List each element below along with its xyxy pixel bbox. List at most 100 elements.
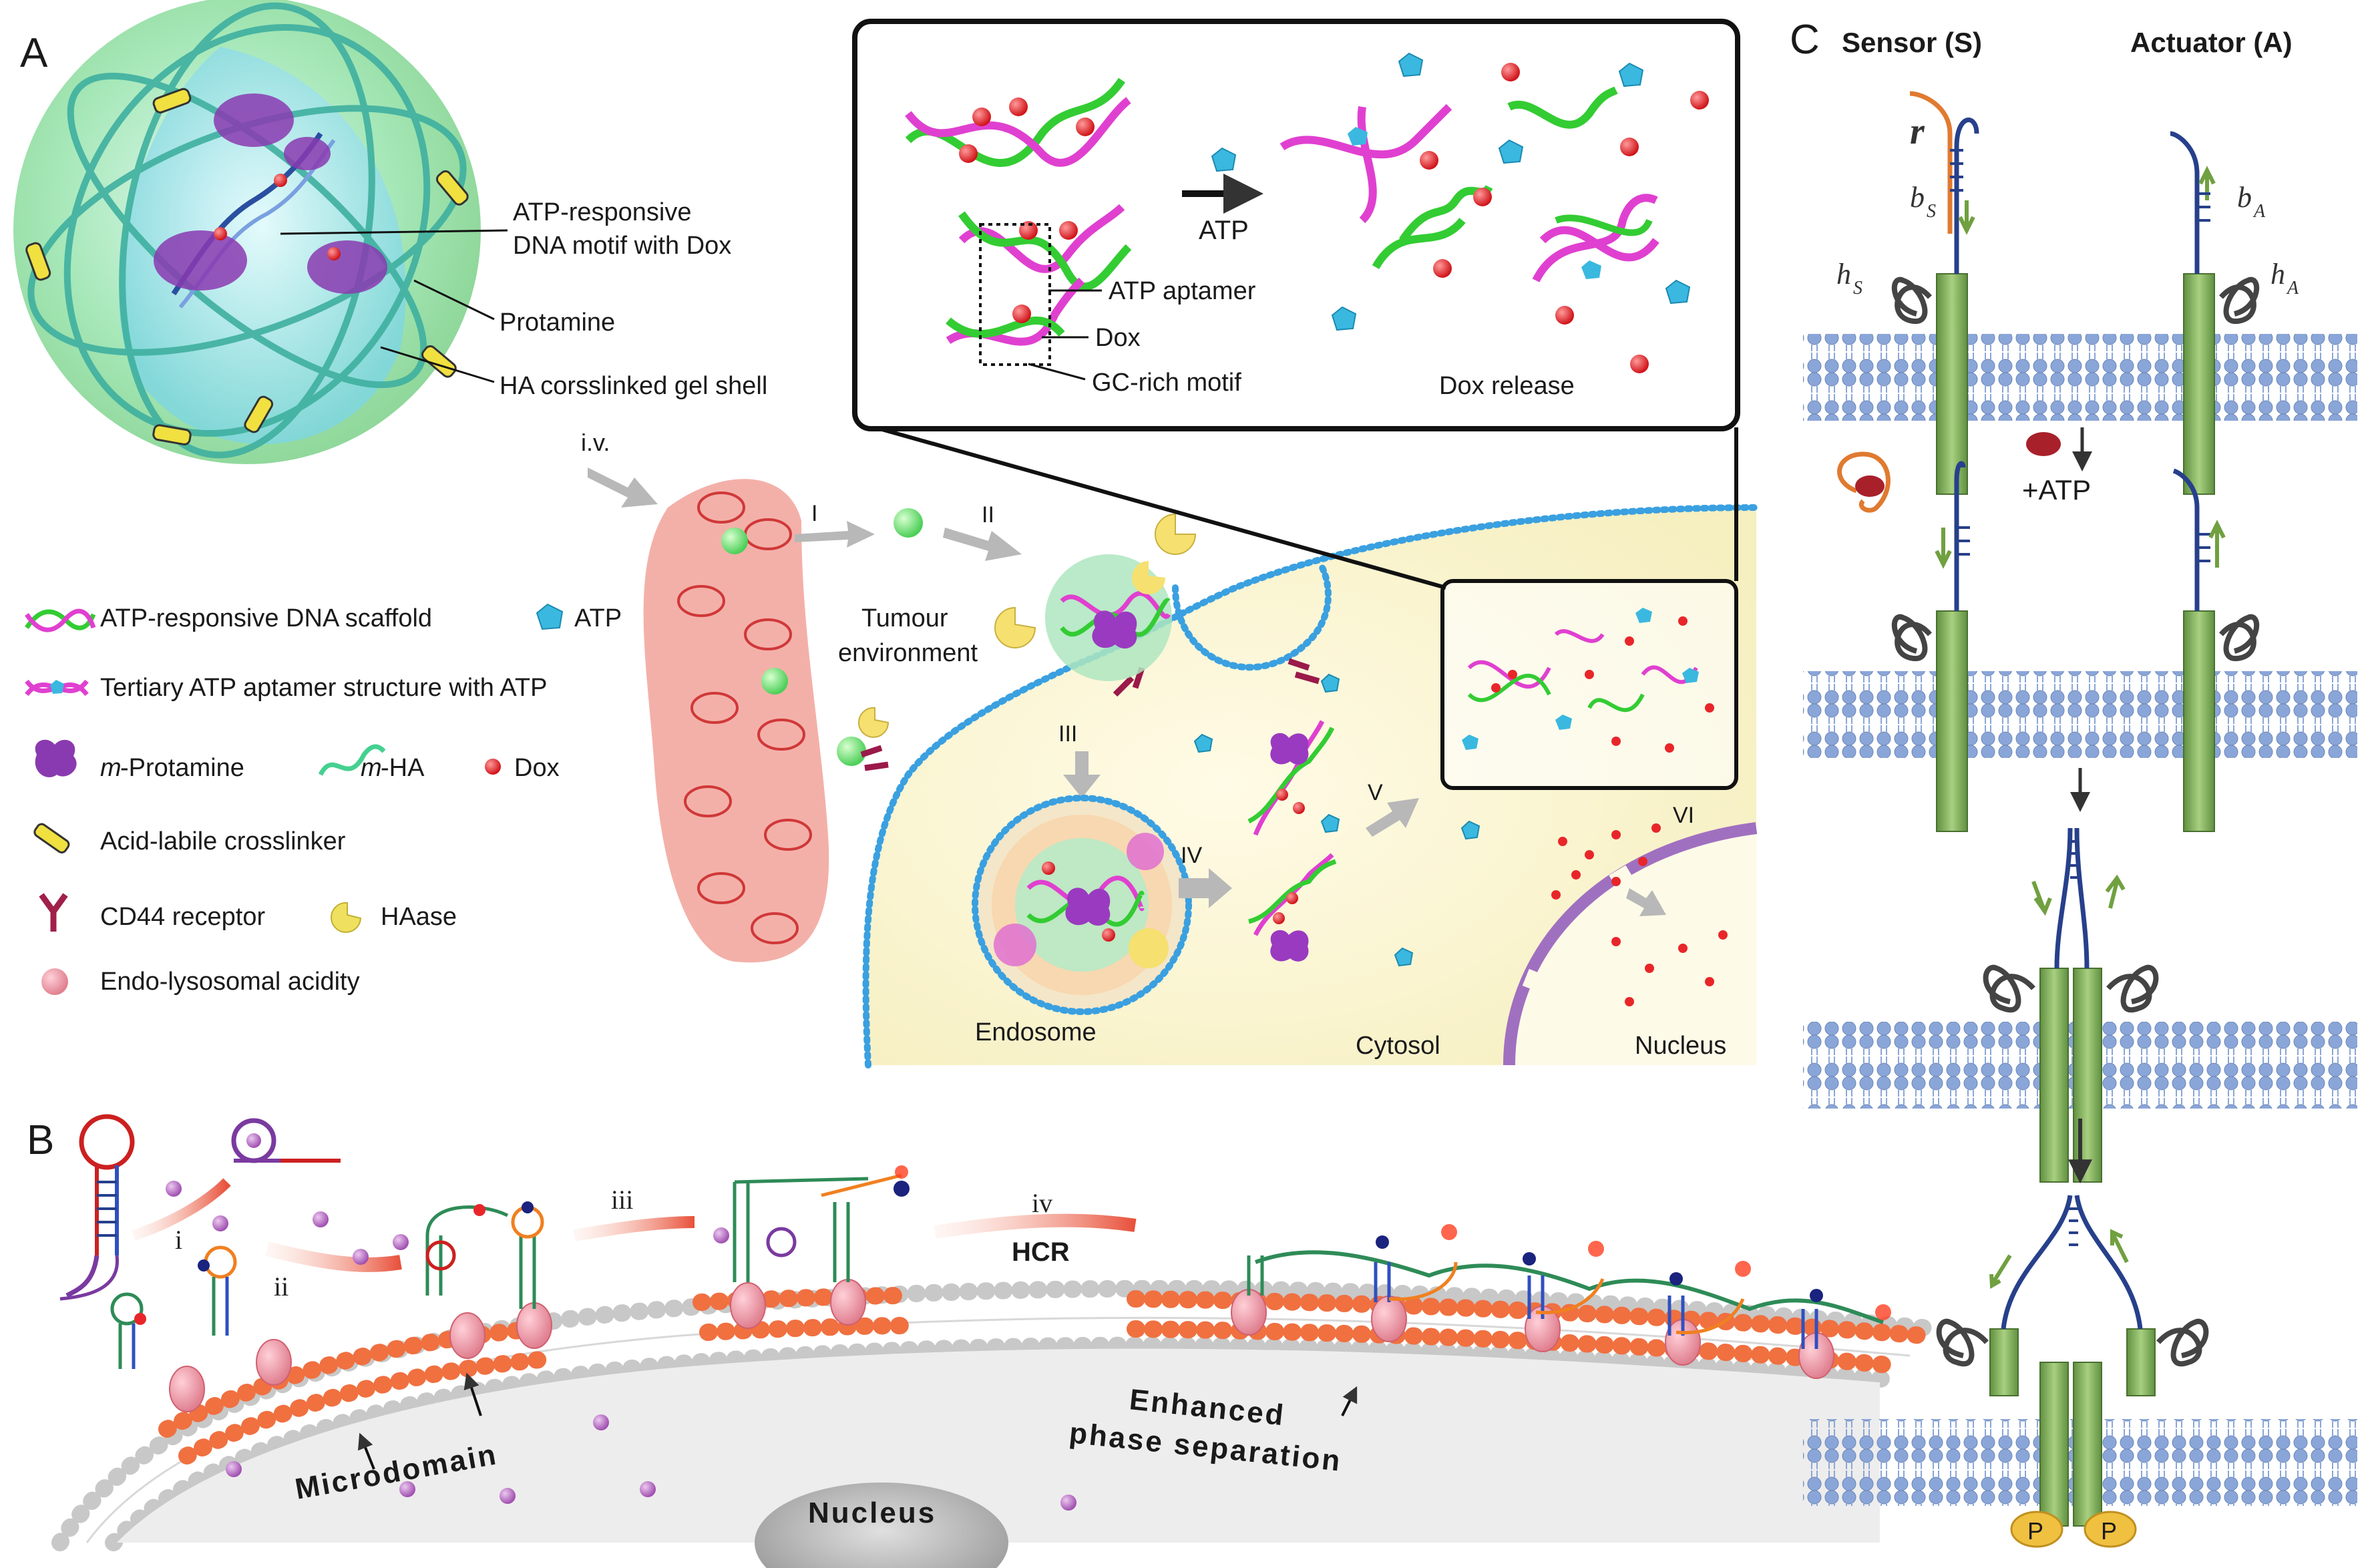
microdomain-arrow — [357, 1432, 375, 1470]
legend-cd44-icon — [39, 893, 68, 932]
phospho-label-2: P — [2101, 1517, 2117, 1545]
membrane-receptors — [169, 1279, 1834, 1412]
inset-atp-label: ATP — [1199, 216, 1249, 245]
atp-particles-b — [166, 1181, 1076, 1511]
membrane-probes — [110, 1165, 1891, 1369]
panel-b: B Nucleus — [27, 1114, 1945, 1568]
b-step-iii: iii — [611, 1185, 633, 1215]
route-step-i: I — [811, 501, 817, 526]
callout-shell: HA corsslinked gel shell — [500, 372, 767, 400]
legend-m-prefix-ha: m — [361, 754, 382, 782]
legend-ha: -HA — [381, 754, 425, 782]
label-ha: h — [2270, 258, 2285, 290]
atp-molecule — [2026, 432, 2061, 456]
released-nanogel — [837, 737, 866, 766]
route-iv-label: i.v. — [581, 429, 610, 456]
atp-icon — [1193, 673, 1480, 967]
panel-b-letter: B — [27, 1117, 54, 1163]
inset-aptamer-label: ATP aptamer — [1109, 277, 1256, 305]
endosome-label: Endosome — [975, 1018, 1097, 1046]
nucleus-b-label: Nucleus — [808, 1497, 936, 1529]
callout-motif-line1: ATP-responsive — [513, 198, 692, 226]
endosome — [972, 795, 1192, 1015]
label-ba-sub: A — [2252, 201, 2266, 222]
stage-2 — [1837, 451, 2259, 832]
b-step-i: i — [175, 1225, 182, 1255]
step-i-arrow — [795, 521, 875, 548]
label-ba: b — [2237, 181, 2252, 214]
legend-cd44: CD44 receptor — [100, 903, 265, 931]
sensor-title: Sensor (S) — [1842, 27, 1982, 58]
iv-arrow — [588, 467, 658, 508]
legend-m-prefix-protamine: m — [100, 754, 122, 782]
b-step-iv: iv — [1032, 1188, 1052, 1218]
legend-acidity-icon — [41, 968, 68, 995]
step-ii-b-arrow — [265, 1241, 402, 1272]
hcr-label: HCR — [1012, 1237, 1070, 1267]
step-vi-arrow — [1626, 888, 1666, 916]
tumour-label-2: environment — [838, 639, 978, 667]
legend-protamine: -Protamine — [120, 754, 244, 782]
dna-motif — [154, 93, 387, 309]
legend-crosslinker: Acid-labile crosslinker — [100, 827, 346, 855]
legend-atp-icon — [536, 603, 564, 630]
haase-icon — [1155, 513, 1197, 555]
step-iv-b-arrow — [934, 1213, 1137, 1239]
atp-add-label: +ATP — [2022, 474, 2091, 506]
stage-4 — [1936, 1195, 2209, 1548]
step-v-arrow — [1366, 798, 1419, 837]
inset-release-label: Dox release — [1439, 372, 1575, 400]
callout-protamine: Protamine — [500, 309, 615, 337]
haase-icon — [858, 707, 890, 738]
legend: ATP-responsive DNA scaffold ATP Tertiary… — [25, 603, 622, 996]
crosslinker-icon — [25, 87, 469, 445]
legend-atp: ATP — [574, 604, 622, 632]
inset-atp-icon — [1211, 147, 1237, 172]
legend-scaffold: ATP-responsive DNA scaffold — [100, 604, 432, 632]
nanogel-sphere — [13, 0, 481, 464]
legend-protamine-icon — [35, 739, 77, 777]
panel-c: C Sensor (S) Actuator (A) r b S b A h — [1790, 17, 2357, 1548]
actuator-title: Actuator (A) — [2130, 27, 2293, 58]
b-step-ii: ii — [274, 1271, 288, 1302]
panel-c-letter: C — [1790, 17, 1820, 63]
phospho-label-1: P — [2027, 1517, 2043, 1545]
tumour-label-1: Tumour — [861, 604, 948, 632]
inset-dox-label: Dox — [1095, 324, 1141, 352]
phospho-p2 — [2084, 1511, 2137, 1548]
legend-dox-icon — [485, 759, 501, 775]
panel-a-letter: A — [20, 30, 48, 76]
callout-motif-line2: DNA motif with Dox — [513, 232, 731, 260]
hairpin-probe — [59, 1114, 135, 1301]
inset-scaffold — [905, 77, 1132, 366]
legend-ha-icon — [318, 744, 386, 776]
stage-1 — [1892, 91, 2259, 495]
label-r: r — [1910, 111, 1925, 152]
label-ha-sub: A — [2286, 278, 2299, 299]
legend-haase-icon — [331, 902, 362, 933]
released-motifs — [1247, 720, 1337, 962]
step-i-b-arrow — [132, 1178, 231, 1241]
route-step-v: V — [1368, 780, 1383, 805]
cell-membrane-b — [51, 1280, 1945, 1568]
label-bs: b — [1910, 181, 1925, 214]
label-hs-sub: S — [1853, 278, 1862, 299]
released-nanogel — [894, 508, 923, 538]
label-hs: h — [1836, 258, 1851, 290]
haase-icon — [994, 606, 1036, 648]
dox-particles — [1551, 823, 1728, 1006]
legend-tertiary: Tertiary ATP aptamer structure with ATP — [100, 674, 547, 702]
membrane-1 — [1803, 334, 2357, 421]
phospho-p1 — [2010, 1511, 2063, 1548]
legend-haase: HAase — [381, 903, 457, 931]
step-iii-arrow — [1063, 751, 1101, 798]
inset-gc-label: GC-rich motif — [1092, 369, 1241, 397]
opened-probe — [231, 1118, 341, 1163]
label-bs-sub: S — [1927, 201, 1936, 222]
step-iii-b-arrow — [573, 1216, 695, 1241]
route-step-vi: VI — [1673, 803, 1694, 828]
route-step-iii: III — [1058, 721, 1077, 747]
zoom-line — [874, 425, 1446, 590]
nucleus-label: Nucleus — [1635, 1032, 1726, 1060]
